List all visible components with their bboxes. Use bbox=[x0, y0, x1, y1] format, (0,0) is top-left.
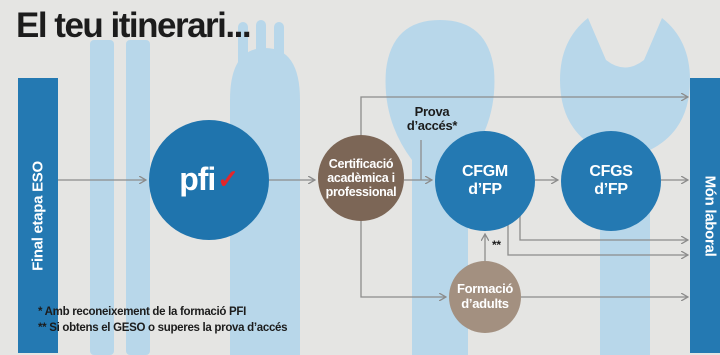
footnote: ** Si obtens el GESO o superes la prova … bbox=[38, 321, 288, 334]
arrow-cfgm-to-work-a bbox=[519, 215, 688, 240]
cfgm-node: CFGM d’FP bbox=[435, 131, 535, 231]
cfgs-line: CFGS bbox=[589, 163, 633, 181]
arrow-cert-to-adults bbox=[360, 221, 446, 297]
final-eso-label: Final etapa ESO bbox=[29, 160, 47, 271]
footnote: * Amb reconeixement de la formació PFI bbox=[38, 306, 247, 318]
arrow-cert-to-work-top bbox=[360, 97, 688, 135]
mon-laboral-bar: Món laboral bbox=[690, 78, 720, 353]
certificacio-line: Certificació bbox=[328, 157, 394, 171]
final-eso-bar: Final etapa ESO bbox=[18, 78, 58, 353]
page-title: El teu itinerari... bbox=[16, 6, 252, 45]
double-star-label: ** bbox=[492, 238, 501, 252]
cfgm-line: CFGM bbox=[462, 163, 508, 181]
prova-acces-line: d’accés* bbox=[406, 117, 458, 133]
formacio-adults-node: Formació d’adults bbox=[449, 261, 521, 333]
formacio-adults-line: Formació bbox=[456, 281, 514, 297]
mon-laboral-label: Món laboral bbox=[701, 175, 719, 256]
arrow-cfgm-to-work-b bbox=[507, 225, 688, 255]
prova-acces-label: Prova d’accés* bbox=[392, 105, 472, 132]
cfgm-line: d’FP bbox=[468, 181, 502, 198]
prova-acces-line: Prova bbox=[414, 104, 450, 119]
certificacio-line: professional bbox=[325, 185, 397, 199]
footnotes: * Amb reconeixement de la formació PFI *… bbox=[38, 305, 288, 336]
certificacio-node: Certificació acadèmica i professional bbox=[318, 135, 404, 221]
cfgs-node: CFGS d’FP bbox=[561, 131, 661, 231]
formacio-adults-line: d’adults bbox=[461, 296, 509, 311]
check-icon: ✓ bbox=[217, 164, 239, 195]
certificacio-line: acadèmica i bbox=[327, 171, 395, 185]
cfgs-line: d’FP bbox=[594, 181, 628, 198]
pfi-logo: pfi bbox=[179, 161, 216, 198]
pfi-node: pfi ✓ bbox=[149, 120, 269, 240]
